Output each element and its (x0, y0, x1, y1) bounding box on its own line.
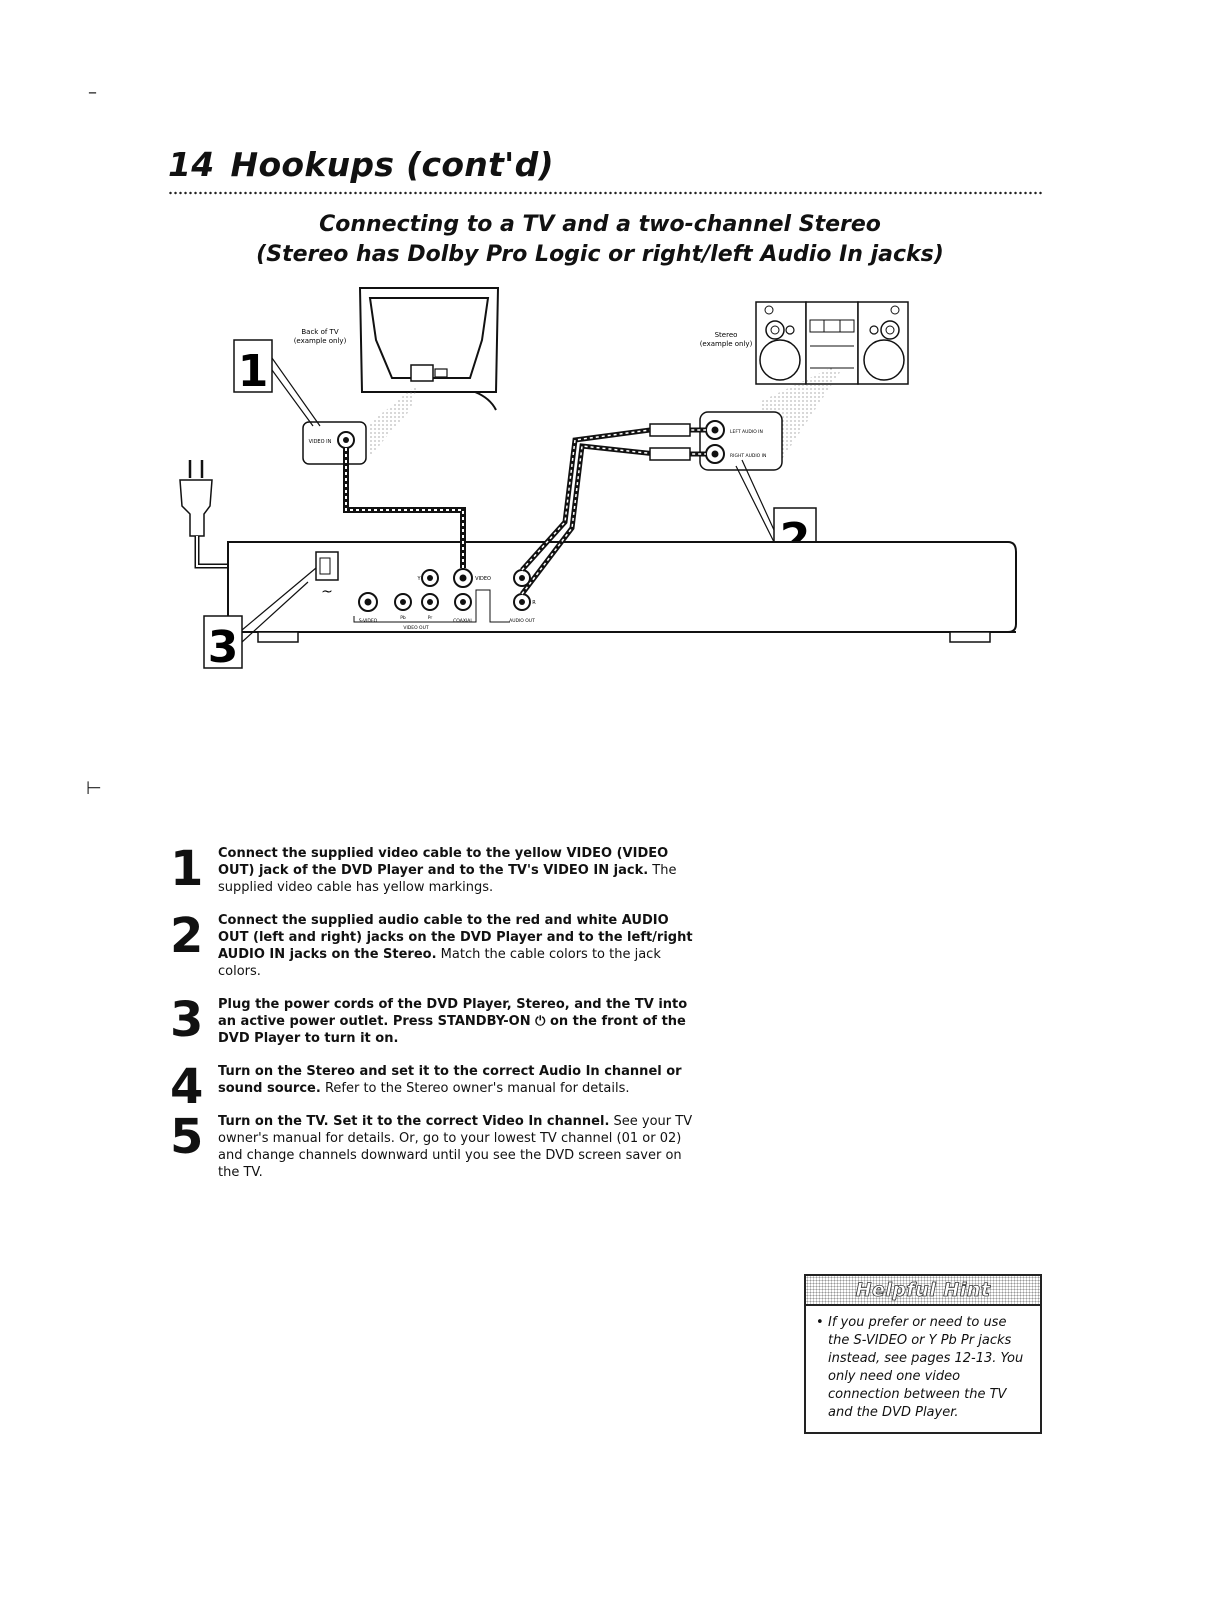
callout-3-box (203, 615, 243, 669)
step-bold-text: Turn on the Stereo and set it to the cor… (218, 1064, 682, 1096)
page-number: 14 (168, 145, 215, 184)
tv-video-in-panel (302, 421, 367, 465)
callout-1: 1 (238, 346, 269, 397)
step-2: 2 Connect the supplied audio cable to th… (168, 908, 698, 980)
step-text: Plug the power cords of the DVD Player, … (218, 996, 698, 1047)
tv-back (358, 287, 500, 411)
callout-3: 3 (208, 622, 239, 673)
svideo-label: S-VIDEO (359, 618, 378, 624)
dotted-rule (168, 191, 1043, 195)
subtitle-line-1: Connecting to a TV and a two-channel Ste… (319, 212, 881, 237)
step-text: Connect the supplied video cable to the … (218, 845, 698, 896)
stereo-label-line1: Stereo (715, 331, 738, 339)
step-bold-text: Turn on the TV. Set it to the correct Vi… (218, 1114, 610, 1129)
audio-out-label: AUDIO OUT (509, 618, 535, 624)
step-number: 1 (170, 841, 204, 897)
step-3: 3 Plug the power cords of the DVD Player… (168, 992, 698, 1048)
tv-label-line2: (example only) (294, 337, 347, 345)
video-in-label: VIDEO IN (309, 439, 332, 445)
helpful-hint-title: Helpful Hint (806, 1276, 1040, 1306)
stereo-audio-in-panel (699, 411, 783, 471)
step-normal-text: See your TV owner's manual for details. … (218, 1114, 693, 1180)
subtitle-line-2: (Stereo has Dolby Pro Logic or right/lef… (256, 242, 944, 267)
jack-video-label: VIDEO (475, 576, 491, 582)
page-title-text: Hookups (cont'd) (230, 145, 554, 184)
step-number: 2 (170, 908, 204, 964)
step-bold-text: Connect the supplied video cable to the … (218, 846, 669, 878)
helpful-hint-body: • If you prefer or need to use the S-VID… (806, 1306, 1040, 1432)
step-normal-text: Refer to the Stereo owner's manual for d… (320, 1081, 630, 1096)
step-number: 5 (170, 1109, 204, 1165)
step-normal-text: Match the cable colors to the jack color… (218, 947, 661, 979)
step-1: 1 Connect the supplied video cable to th… (168, 841, 698, 897)
step-normal-text: The supplied video cable has yellow mark… (218, 863, 677, 895)
stereo-label-line2: (example only) (700, 340, 753, 348)
section-subtitle: Connecting to a TV and a two-channel Ste… (200, 210, 1000, 270)
right-audio-in-label: RIGHT AUDIO IN (730, 453, 766, 459)
step-bold-text: Plug the power cords of the DVD Player, … (218, 997, 688, 1046)
step-4: 4 Turn on the Stereo and set it to the c… (168, 1061, 698, 1113)
stereo (755, 301, 909, 385)
tv-label-line1: Back of TV (301, 328, 338, 336)
margin-mark-middle: ⊢ (86, 778, 102, 799)
callout-1-box (233, 339, 273, 393)
power-symbol: ~ (321, 584, 333, 600)
jack-r-label: R (532, 600, 536, 606)
step-bold-text: Connect the supplied audio cable to the … (218, 913, 693, 962)
helpful-hint-box: Helpful Hint • If you prefer or need to … (804, 1274, 1042, 1434)
step-list: 1 Connect the supplied video cable to th… (168, 841, 698, 1197)
audio-cable (520, 423, 706, 596)
video-out-label: VIDEO OUT (403, 625, 429, 631)
jack-pb-label: Pb (400, 615, 406, 621)
margin-mark-top: – (88, 82, 97, 103)
step-number: 3 (170, 992, 204, 1048)
step-text: Turn on the TV. Set it to the correct Vi… (218, 1113, 698, 1181)
step-text: Turn on the Stereo and set it to the cor… (218, 1063, 698, 1097)
page-title: 14 Hookups (cont'd) (168, 145, 1043, 184)
page-header: 14 Hookups (cont'd) (168, 145, 1043, 184)
jack-pr-label: Pr (428, 615, 433, 621)
video-cable (343, 448, 466, 568)
left-audio-in-label: LEFT AUDIO IN (730, 429, 763, 435)
helpful-hint-text: If you prefer or need to use the S-VIDEO… (828, 1315, 1024, 1420)
hookup-diagram: Back of TV (example only) VIDEO IN 1 Ste… (179, 287, 1017, 673)
bullet-icon: • (816, 1315, 824, 1330)
step-5: 5 Turn on the TV. Set it to the correct … (168, 1109, 698, 1181)
coaxial-label: COAXIAL (453, 618, 473, 624)
step-text: Connect the supplied audio cable to the … (218, 912, 698, 980)
step-number: 4 (170, 1059, 204, 1115)
dvd-player (227, 541, 1017, 643)
jack-y-label: Y (416, 576, 421, 582)
